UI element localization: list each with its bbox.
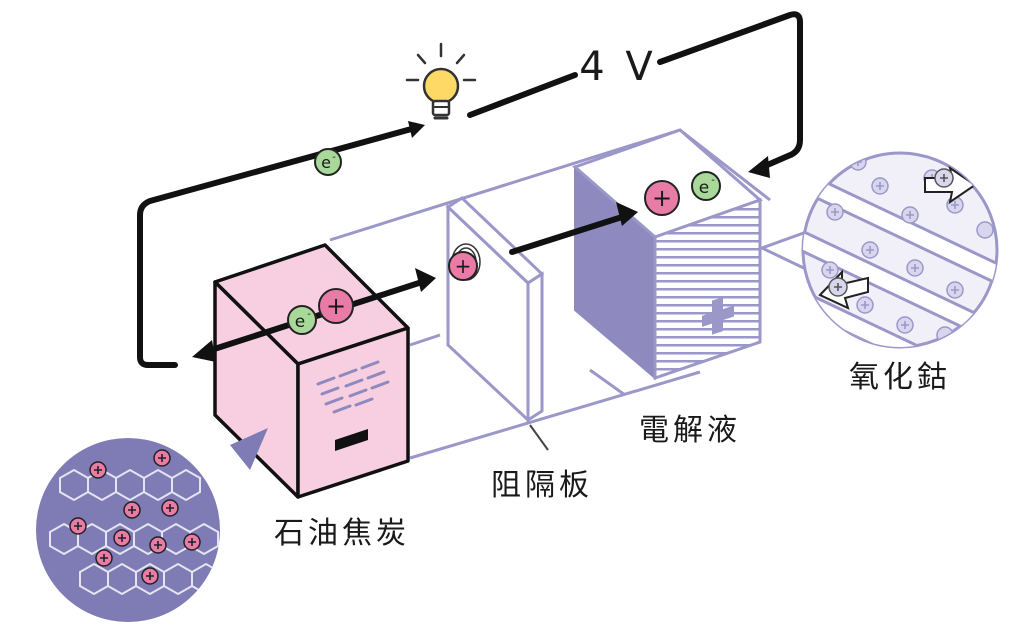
cathode-magnify-bubble [758,151,999,349]
layered-oxide-sheets [803,167,997,347]
anode-block [213,243,410,499]
graphite-flakes [316,360,390,414]
arrow-separator-head [415,268,436,292]
label-electrolyte: 電解液 [639,413,741,448]
svg-text:+: + [326,292,346,320]
svg-text:-: - [307,309,311,320]
svg-text:-: - [332,152,336,163]
cathode-block [572,128,763,381]
svg-text:e: e [699,178,709,198]
svg-text:e: e [321,153,331,172]
svg-text:+: + [455,254,472,278]
wire-arrow-to-bulb [408,121,425,138]
svg-text:e: e [295,312,305,332]
arrow-left-head [192,340,216,362]
label-cathode: 氧化鈷 [849,360,951,395]
label-anode: 石油焦炭 [274,516,410,551]
wire-arrow-to-cathode [748,156,770,178]
lithium-ion-icon-cathode: + [644,180,680,216]
arrow-cathode-head [616,202,638,226]
lithium-ion-icon-separator: + [448,251,478,281]
svg-text:-: - [711,175,715,186]
anode-magnify-bubble [36,428,268,622]
leader-lines [529,424,549,451]
label-separator: 阻隔板 [491,468,593,503]
cathode-plus-sign [702,297,734,335]
light-bulb-icon [405,42,477,120]
hexagon-lattice [49,468,220,596]
bubble-ion-markers [828,168,954,297]
electron-icon-wire: e - [314,148,342,176]
svg-text:+: + [652,184,672,212]
separator-plate [445,196,545,424]
voltage-label: 4 V [579,44,657,90]
lithium-ion-icon-anode: + [318,288,354,324]
external-circuit-wire [137,11,803,368]
electron-icon-cathode: e - [691,171,721,201]
anode-minus-sign [335,429,368,451]
electron-icon-anode: e - [287,305,317,335]
